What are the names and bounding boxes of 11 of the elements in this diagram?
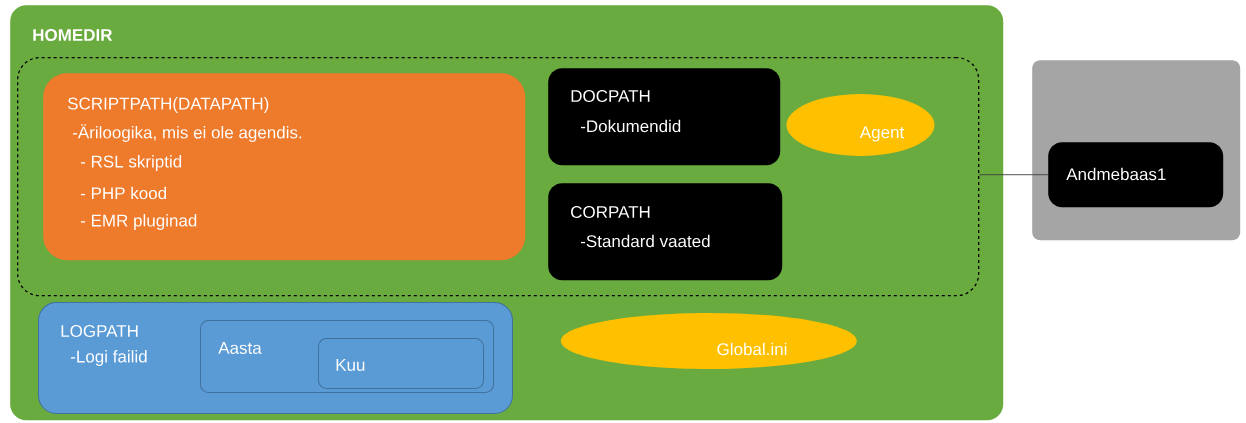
heading: LOGPATH bbox=[61, 325, 138, 338]
database-box: Andmebaas1 bbox=[1048, 142, 1224, 208]
heading: HOMEDIR bbox=[33, 29, 113, 42]
heading: -Logi failid bbox=[70, 350, 147, 366]
heading: Aasta bbox=[218, 342, 262, 354]
connector-line bbox=[978, 174, 1049, 176]
folder-box: SCRIPTPATH(DATAPATH) -Äriloogika, mis ei ole agendis. - RSL skriptid - PHP kood - EMR pluginad bbox=[43, 73, 526, 261]
folder-box: DOCPATH -Dokumendid bbox=[548, 68, 781, 166]
folder-box: CORPATH -Standard vaated bbox=[548, 183, 783, 281]
dashed-region bbox=[17, 57, 980, 297]
folder-box: Kuu bbox=[318, 338, 484, 389]
